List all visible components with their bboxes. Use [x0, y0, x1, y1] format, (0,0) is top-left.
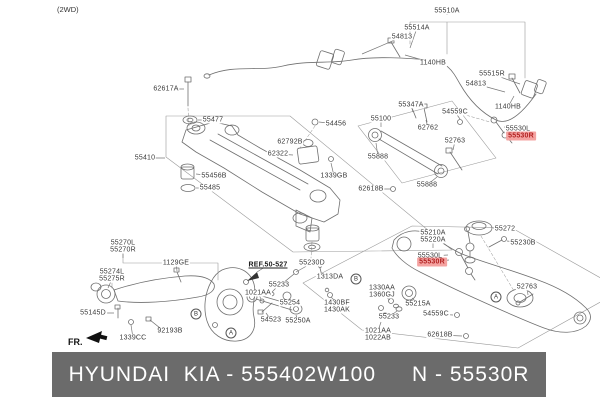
part-label-55530l: 55530L [504, 125, 532, 133]
part-label-54559c: 54559C [441, 108, 469, 116]
part-label-54813: 54813 [464, 80, 488, 88]
part-label-55145d: 55145D [79, 309, 107, 317]
part-label-1339cc: 1339CC [118, 334, 148, 342]
part-label-1021aa: 1021AA [243, 289, 273, 297]
part-label-62792b: 62792B [276, 138, 304, 146]
part-label-54456: 54456 [324, 120, 348, 128]
part-label-55270l: 55270L [109, 239, 137, 247]
part-label-55515r: 55515R [478, 70, 506, 78]
part-label-55254: 55254 [278, 299, 302, 307]
callout-marker-a: A [225, 327, 237, 339]
footer-part-banner: HYUNDAI KIA - 555402W100 N - 55530R [52, 352, 546, 397]
part-label-92193b: 92193B [156, 327, 184, 335]
part-label-52763: 52763 [443, 137, 467, 145]
footer-brand-part-text: HYUNDAI KIA - 555402W100 [68, 362, 377, 386]
part-label-55270r: 55270R [109, 246, 137, 254]
part-label-ref-50-527: REF.50-527 [247, 261, 289, 269]
part-label-1430bf: 1430BF [323, 299, 351, 307]
part-label-55215a: 55215A [404, 300, 432, 308]
part-label-55275r: 55275R [98, 275, 126, 283]
footer-ref-text: N - 55530R [412, 362, 530, 386]
part-label-55233: 55233 [267, 281, 291, 289]
part-label-55210a: 55210A [419, 229, 447, 237]
part-label-55250a: 55250A [284, 317, 312, 325]
part-label-55230b: 55230B [509, 239, 537, 247]
part-label-54523: 54523 [259, 316, 283, 324]
part-label-55230d: 55230D [298, 259, 326, 267]
part-label-55485: 55485 [198, 184, 222, 192]
part-label-55100: 55100 [369, 115, 393, 123]
part-label-54559c: 54559C [422, 310, 450, 318]
part-label-55530l: 55530L [416, 252, 444, 260]
part-label-54813: 54813 [390, 33, 414, 41]
part-label-62617a: 62617A [152, 85, 180, 93]
part-label-55274l: 55274L [98, 268, 126, 276]
part-label-1430ak: 1430AK [322, 306, 352, 314]
part-label-1021aa: 1021AA [363, 327, 393, 335]
part-label-1129ge: 1129GE [161, 259, 191, 267]
part-label-55272: 55272 [493, 225, 517, 233]
part-label-62762: 62762 [416, 124, 440, 132]
drive-note: (2WD) [57, 5, 79, 14]
callout-marker-a: A [490, 291, 502, 303]
part-label-1140hb: 1140HB [419, 59, 447, 67]
part-label-62322: 62322 [266, 150, 290, 158]
part-label-55347a: 55347A [397, 101, 425, 109]
part-label-1022ab: 1022AB [363, 334, 393, 342]
part-label-55530r[interactable]: 55530R [506, 131, 536, 141]
part-label-52763: 52763 [515, 283, 539, 291]
part-label-62618b: 62618B [357, 185, 385, 193]
part-label-55456b: 55456B [200, 172, 228, 180]
part-label-55510a: 55510A [433, 7, 461, 15]
part-label-1330aa: 1330AA [367, 284, 397, 292]
part-label-55220a: 55220A [419, 236, 447, 244]
part-label-1313da: 1313DA [315, 273, 345, 281]
callout-marker-b: B [350, 273, 362, 285]
fr-label: FR. [68, 337, 83, 347]
part-label-55410: 55410 [133, 154, 157, 162]
part-label-55477: 55477 [201, 116, 225, 124]
part-label-1360gj: 1360GJ [368, 291, 396, 299]
part-label-55888: 55888 [366, 153, 390, 161]
part-label-55888: 55888 [415, 181, 439, 189]
part-label-55530r[interactable]: 55530R [417, 257, 447, 267]
part-label-1339gb: 1339GB [319, 172, 349, 180]
part-label-55233: 55233 [377, 313, 401, 321]
part-label-55514a: 55514A [403, 24, 431, 32]
part-label-1140hb: 1140HB [494, 103, 522, 111]
callout-marker-b: B [190, 308, 202, 320]
part-label-62618b: 62618B [426, 331, 454, 339]
